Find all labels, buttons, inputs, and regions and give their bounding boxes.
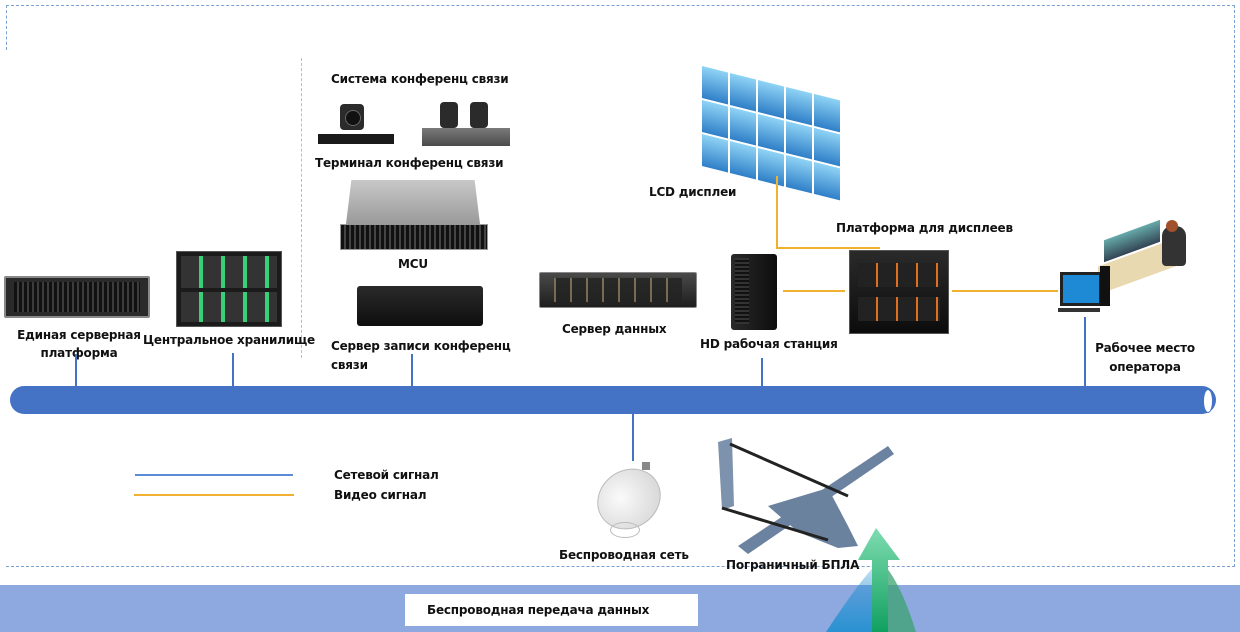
hd-workstation-label: HD рабочая станция <box>700 337 838 351</box>
display-controller-icon <box>849 250 949 334</box>
drop-hd-workstation <box>761 358 763 387</box>
conf-record-server-label-line1: Сервер записи конференц <box>331 339 511 353</box>
operator-desk-icon <box>1050 212 1196 320</box>
legend-video-line <box>134 494 294 496</box>
satellite-dish-icon <box>585 456 674 542</box>
wireless-transmission-label: Беспроводная передача данных <box>427 603 650 617</box>
legend-video-label: Видео сигнал <box>334 488 427 502</box>
video-link-workstation <box>783 290 845 292</box>
wireless-network-label: Беспроводная сеть <box>559 548 689 562</box>
rack-server-icon <box>340 180 488 252</box>
unified-server-label-line1: Единая серверная <box>17 328 141 342</box>
recorder-icon <box>357 286 483 326</box>
data-server-label: Сервер данных <box>562 322 667 336</box>
conference-system-label: Система конференц связи <box>331 72 509 86</box>
unified-server-label: Единая серверная платформа <box>4 326 154 362</box>
uav-icon <box>718 438 894 554</box>
drop-conf-record-server <box>411 354 413 387</box>
conf-record-server-label-line2: связи <box>331 358 368 372</box>
ptz-camera-icon <box>318 104 394 144</box>
unified-server-label-line2: платформа <box>40 346 118 360</box>
diagram-frame-left <box>6 5 7 50</box>
drop-central-storage <box>232 353 234 387</box>
dual-camera-terminal-icon <box>422 100 510 148</box>
video-link-wall-horizontal <box>776 247 880 249</box>
drop-unified-server <box>75 354 77 387</box>
operator-workplace-label-line2: оператора <box>1109 360 1181 374</box>
network-bus <box>10 386 1216 414</box>
mcu-label: MCU <box>398 257 428 271</box>
border-uav-label: Пограничный БПЛА <box>726 558 860 572</box>
legend-network-line <box>135 474 293 476</box>
conference-terminal-label: Терминал конференц связи <box>315 156 504 170</box>
wireless-transmission-box <box>405 594 698 626</box>
legend-network-label: Сетевой сигнал <box>334 468 439 482</box>
conf-record-server-label: Сервер записи конференц связи <box>331 337 511 375</box>
dell-server-icon <box>539 272 697 308</box>
drop-operator <box>1084 317 1086 387</box>
video-link-operator <box>952 290 1058 292</box>
lcd-displays-label: LCD дисплеи <box>649 185 737 199</box>
tower-workstation-icon <box>731 254 777 330</box>
server-rack-icon <box>4 276 150 318</box>
operator-workplace-label: Рабочее место оператора <box>1090 339 1200 377</box>
diagram-frame <box>6 5 1235 567</box>
section-divider <box>301 58 302 358</box>
storage-array-icon <box>176 251 282 327</box>
drop-wireless <box>632 413 634 461</box>
uplink-arrow-icon <box>826 528 916 632</box>
operator-workplace-label-line1: Рабочее место <box>1095 341 1195 355</box>
central-storage-label: Центральное хранилище <box>143 333 315 347</box>
network-bus-end <box>1203 389 1213 413</box>
video-link-wall-vertical <box>776 176 778 248</box>
display-platform-label: Платформа для дисплеев <box>836 221 1013 235</box>
